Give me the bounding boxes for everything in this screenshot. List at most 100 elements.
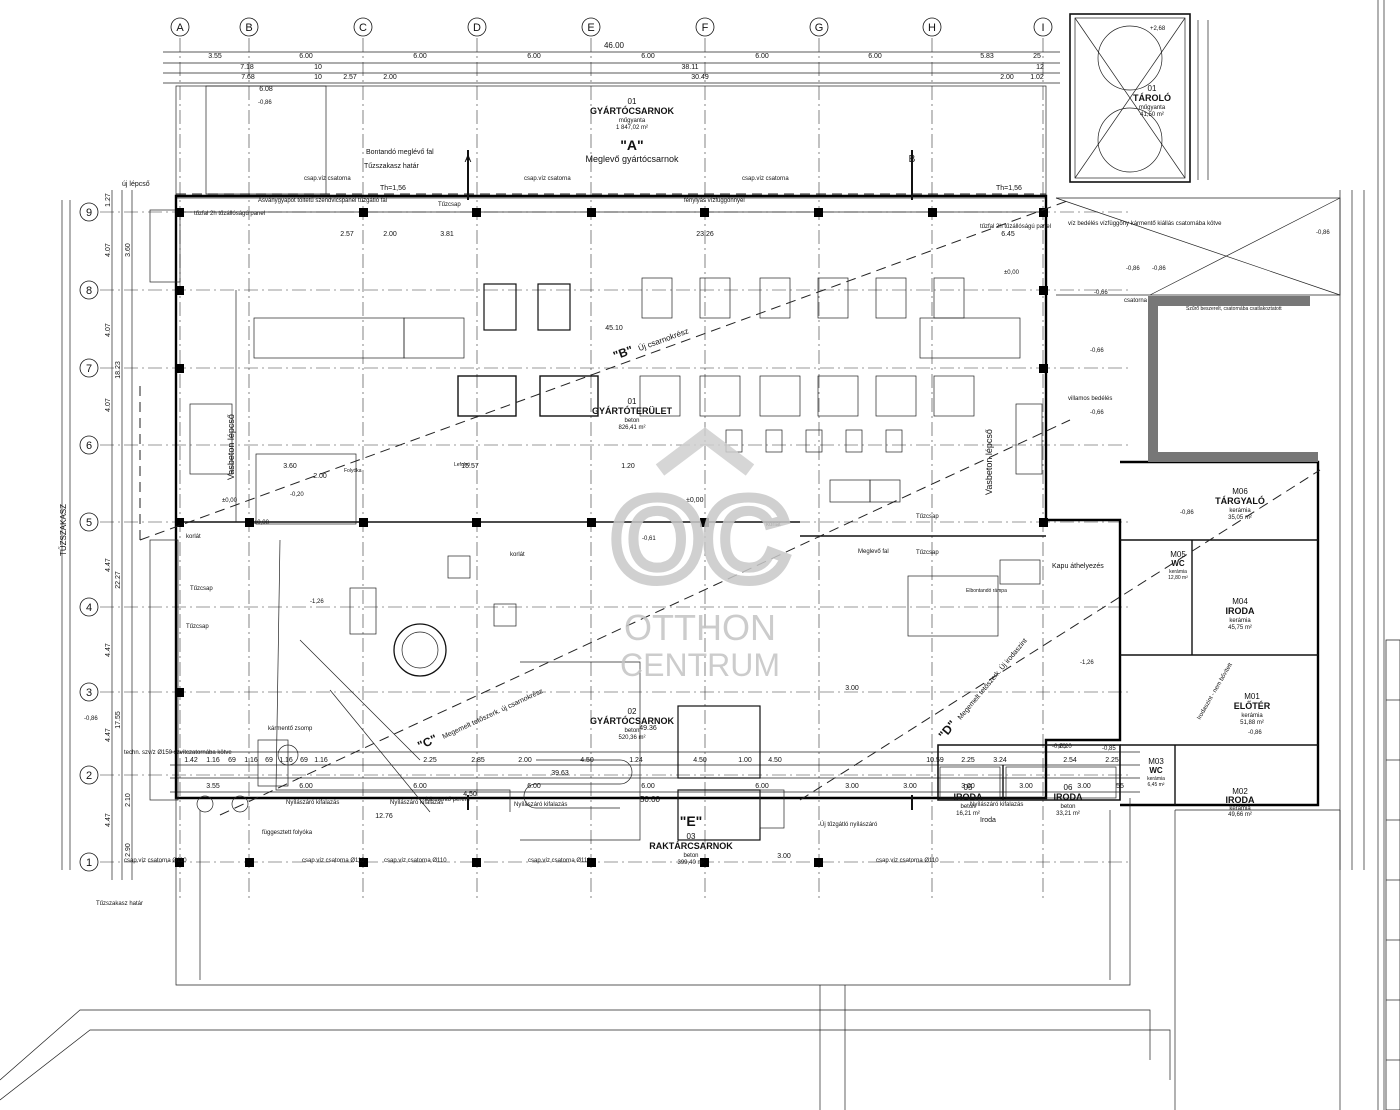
room-gyartocsarnok-top: 01 GYÁRTÓCSARNOK műgyanta 1 847,02 m² (590, 97, 675, 131)
dim: 1.02 (1030, 74, 1044, 81)
zone-c-label: "C" (415, 732, 439, 753)
room-area: 12,80 m² (1168, 575, 1188, 581)
dim: 2.57 (343, 74, 357, 81)
room-area: 520,36 m² (618, 735, 645, 741)
dim: 6.00 (755, 53, 769, 60)
axis-letter: H (928, 22, 936, 34)
room-floor: műgyanta (1139, 105, 1166, 111)
room-area: 45,75 m² (1228, 625, 1252, 631)
note: Nyílászáró kifalazás (286, 800, 339, 806)
room-m05: M05 WC kerámia 12,80 m² (1168, 550, 1188, 581)
zone-e-label: "E" (680, 813, 703, 829)
room-floor: beton (960, 804, 975, 810)
dim: 10 (314, 74, 322, 81)
dim: 15.57 (461, 463, 479, 470)
dim: 4.50 (580, 757, 594, 764)
room-iroda06: 06 IRODA beton 33,21 m² (1054, 783, 1084, 817)
room-number: M02 (1232, 787, 1248, 796)
level-marker: -0,86 (1248, 730, 1262, 736)
dim: 3.24 (993, 757, 1007, 764)
axis-letter: G (815, 22, 824, 34)
dim: 2.25 (1105, 757, 1119, 764)
axis-number: 4 (86, 602, 92, 614)
level-marker: -0,86 (258, 100, 272, 106)
note: csap.víz csatorna Ø110 (528, 858, 591, 864)
room-floor: beton (1060, 804, 1075, 810)
dim-total: 39.63 (551, 770, 569, 777)
fire-zone-side-label: TŰZSZAKASZ (59, 504, 68, 556)
note: Vasbeton lépcső (984, 429, 994, 495)
level-marker: +2,68 (1150, 26, 1166, 32)
note: Tűzcsap (916, 550, 939, 556)
watermark-mark: OC (612, 474, 789, 606)
dim: 1.24 (629, 757, 643, 764)
axis-number: 7 (86, 363, 92, 375)
room-name: TÁRGYALÓ (1215, 495, 1265, 506)
dim: 6.45 (1001, 231, 1015, 238)
room-floor: beton (624, 728, 639, 734)
room-floor: kerámia (1229, 508, 1251, 514)
dim: 1.16 (244, 757, 258, 764)
level-marker: -0,86 (1316, 230, 1330, 236)
level-marker: -1,26 (310, 599, 324, 605)
dim: 2.25 (423, 757, 437, 764)
room-area: 6,45 m² (1148, 782, 1165, 788)
dim: 6.00 (755, 783, 769, 790)
dim: 10.59 (926, 757, 944, 764)
top-dimensions: 46.00 3.55 6.00 6.00 6.00 6.00 6.00 6.00… (163, 41, 1060, 84)
note: csap.víz csatorna Ø110 (876, 858, 939, 864)
dim: 25 (1033, 53, 1041, 60)
room-area: 33,21 m² (1056, 811, 1080, 817)
room-name: GYÁRTÓTERÜLET (592, 405, 673, 416)
note: korlát (766, 522, 781, 528)
room-floor: beton (683, 853, 698, 859)
dim: 6.00 (868, 53, 882, 60)
room-name: IRODA (1226, 606, 1256, 616)
room-area: 399,40 m² (677, 860, 704, 866)
room-m04: M04 IRODA kerámia 45,75 m² (1226, 597, 1256, 631)
axis-letter: B (245, 22, 252, 34)
room-name: TÁROLÓ (1133, 92, 1171, 103)
zone-a-text: Meglevő gyártócsarnok (585, 154, 679, 164)
zone-b-label: "B" (611, 343, 635, 363)
axis-number: 5 (86, 517, 92, 529)
dim: 1.27 (105, 193, 112, 207)
room-number: M01 (1244, 692, 1260, 701)
level-marker: -0,66 (1090, 410, 1104, 416)
dim: 4.07 (105, 323, 112, 337)
dim: 7.68 (241, 74, 255, 81)
note: kármentő perem (426, 797, 470, 803)
dim: 1.20 (621, 463, 635, 470)
axis-letter: D (473, 22, 481, 34)
dim: 7.18 (240, 64, 254, 71)
room-area: 826,41 m² (618, 425, 645, 431)
dim-total: 46.00 (604, 41, 625, 50)
dim: 5.83 (980, 53, 994, 60)
dim: 6.00 (527, 783, 541, 790)
level-marker: -0,86 (84, 716, 98, 722)
room-m03: M03 WC kerámia 6,45 m² (1147, 757, 1165, 788)
dim: 6.08 (259, 86, 273, 93)
note: Tűzcsap (438, 202, 461, 208)
dim: 1.16 (314, 757, 328, 764)
dim: 12.76 (375, 813, 393, 820)
note: kármentő zsomp (268, 726, 313, 732)
room-gyartoterulet: 01 GYÁRTÓTERÜLET beton 826,41 m² (592, 397, 673, 431)
level-marker: ±0,00 (222, 498, 238, 504)
room-number: 01 (628, 97, 637, 106)
dim: 69 (265, 757, 273, 764)
note: Ásványgyapot töltetű szendvicspanel tűzg… (258, 197, 387, 204)
room-m01: M01 ELŐTÉR kerámia 51,88 m² (1234, 692, 1271, 726)
level-marker: -0,66 (1094, 290, 1108, 296)
axis-number: 1 (86, 857, 92, 869)
room-number: 01 (1148, 84, 1157, 93)
room-name: WC (1149, 766, 1163, 775)
dim: 30.49 (691, 74, 709, 81)
note: Tűzcsap (186, 624, 209, 630)
axis-number: 9 (86, 207, 92, 219)
room-number: 02 (628, 707, 637, 716)
watermark-line1: OTTHON (624, 607, 776, 648)
room-name: GYÁRTÓCSARNOK (590, 715, 675, 726)
level-marker: -0,61 (642, 536, 656, 542)
